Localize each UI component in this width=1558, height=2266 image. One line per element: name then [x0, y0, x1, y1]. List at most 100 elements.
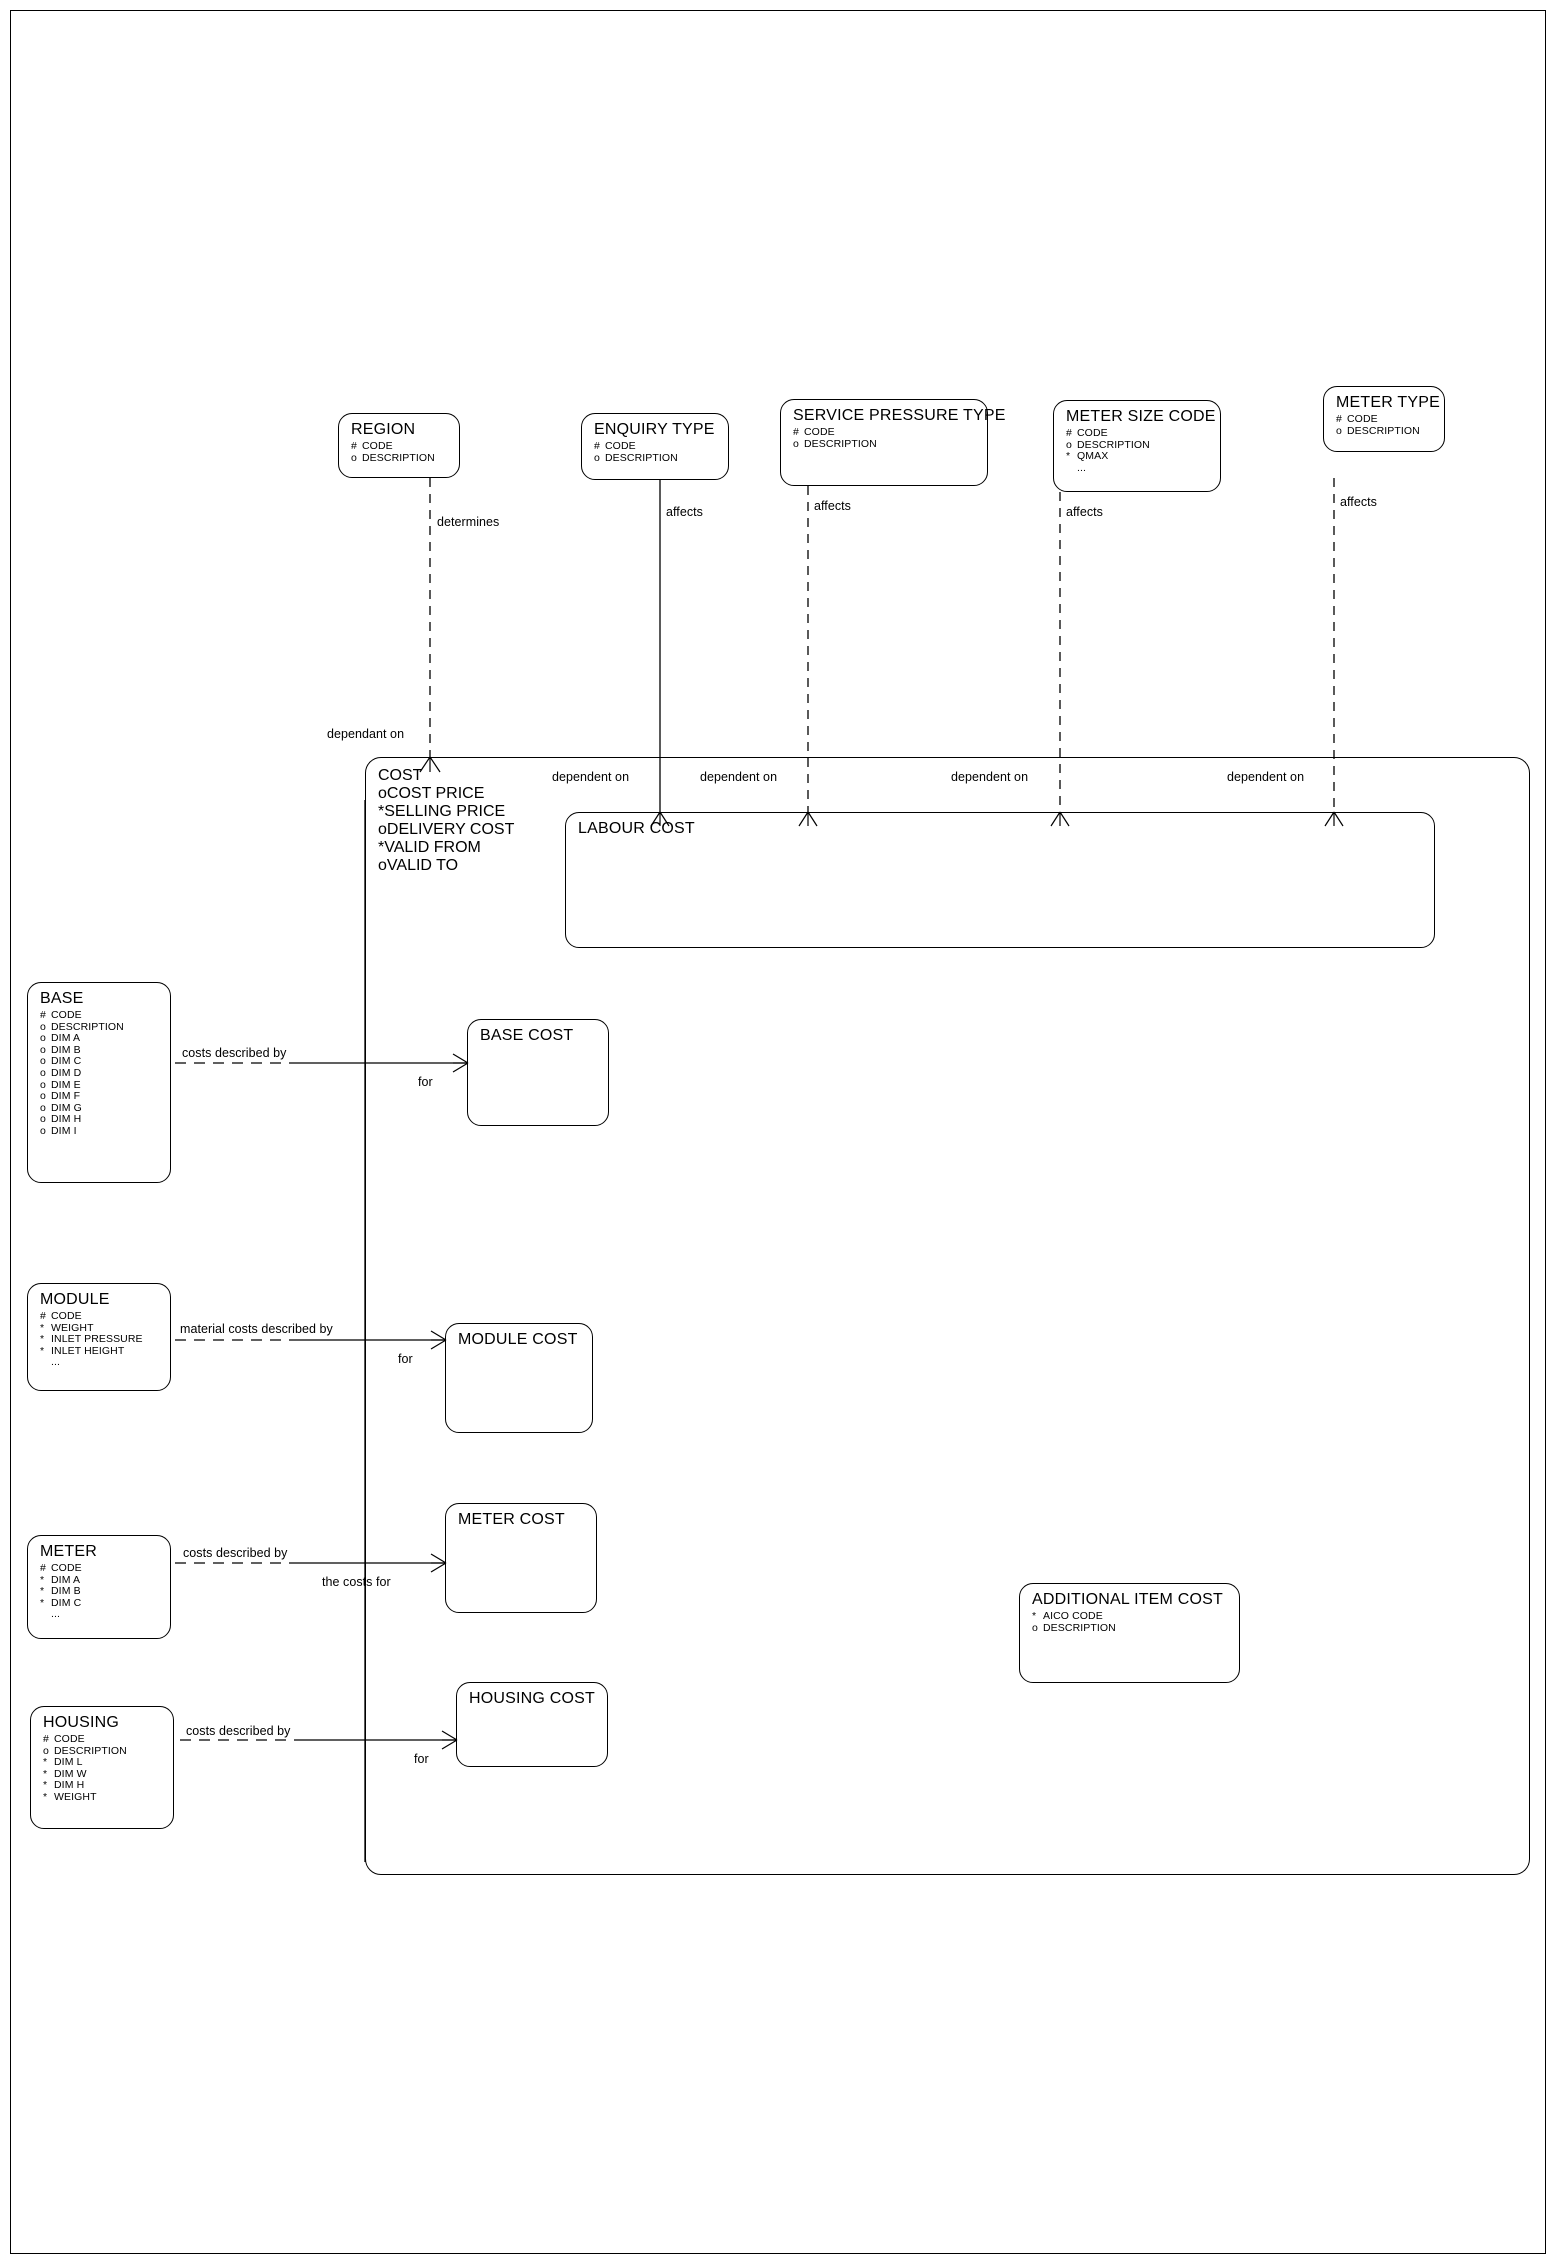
attribute-row: # CODE	[40, 1562, 161, 1575]
attribute-row: # CODE	[594, 440, 719, 453]
attribute-name: CODE	[51, 1562, 82, 1574]
attribute-name: DIM W	[54, 1767, 87, 1780]
entity-title: ADDITIONAL ITEM COST	[1032, 1591, 1223, 1608]
entity-meter[interactable]: METER #CODE *DIM A *DIM B *DIM C ...	[27, 1535, 171, 1639]
attribute-row: *DIM A	[40, 1573, 161, 1587]
attribute-name: QMAX	[1077, 450, 1109, 463]
attribute-marker: *	[43, 1756, 48, 1769]
entity-cost-label-block: COST oCOST PRICE *SELLING PRICE oDELIVER…	[378, 767, 514, 875]
label-affects-service-pressure: affects	[814, 499, 851, 513]
attribute-marker: *	[378, 839, 385, 856]
attribute-row: ...	[1066, 462, 1211, 475]
attribute-marker: #	[40, 1562, 46, 1574]
attribute-name: CODE	[54, 1733, 85, 1745]
attribute-name: INLET HEIGHT	[51, 1344, 125, 1357]
attribute-marker: o	[1032, 1621, 1038, 1634]
label-dependent-on-2: dependent on	[700, 770, 778, 784]
attribute-marker: *	[40, 1585, 45, 1598]
attribute-row: #CODE	[351, 440, 450, 453]
entity-module-cost[interactable]: MODULE COST	[445, 1323, 593, 1433]
attribute-name: INLET PRESSURE	[51, 1333, 143, 1346]
attribute-name: DIM B	[51, 1585, 81, 1598]
attribute-marker: o	[594, 451, 600, 464]
attribute-name: DESCRIPTION	[51, 1020, 124, 1033]
page-border	[10, 10, 1546, 2254]
entity-title: COST	[378, 767, 423, 784]
attribute-name: CODE	[51, 1310, 82, 1322]
entity-title: SERVICE PRESSURE TYPE	[793, 407, 1006, 424]
attribute-marker: o	[40, 1101, 46, 1114]
label-affects-meter-size: affects	[1066, 505, 1103, 519]
entity-title: BASE	[40, 990, 84, 1007]
attribute-marker: o	[351, 451, 357, 464]
label-dependent-on-1: dependent on	[552, 770, 630, 784]
label-meter-the-costs-for: the costs for	[322, 1575, 391, 1589]
entity-title: METER SIZE CODE	[1066, 408, 1216, 425]
attribute-name: DIM C	[51, 1596, 82, 1609]
attribute-name: CODE	[605, 440, 636, 452]
attribute-name: DIM H	[54, 1779, 85, 1792]
attribute-name: DIM H	[51, 1113, 82, 1126]
attribute-name: DELIVERY COST	[386, 821, 515, 838]
attribute-marker: o	[40, 1066, 46, 1079]
attribute-name: DIM I	[51, 1124, 77, 1137]
attribute-row: oCOST PRICE	[378, 785, 514, 803]
attribute-marker: #	[1066, 427, 1072, 439]
attribute-row: ...	[40, 1357, 161, 1369]
entity-title: LABOUR COST	[578, 820, 695, 837]
attribute-marker: #	[594, 440, 600, 452]
entity-cost-container[interactable]	[365, 757, 1530, 1875]
attribute-marker: #	[793, 426, 799, 438]
attribute-name: WEIGHT	[51, 1321, 94, 1334]
attribute-name: CODE	[804, 426, 835, 438]
attribute-name: DIM F	[51, 1090, 81, 1103]
attribute-name: DESCRIPTION	[804, 437, 877, 450]
attribute-row: oDELIVERY COST	[378, 821, 514, 839]
attribute-row: #CODE	[40, 1310, 161, 1323]
attribute-row: *DIM C	[40, 1596, 161, 1610]
attribute-row: *DIM H	[43, 1780, 164, 1792]
label-module-for: for	[398, 1352, 413, 1366]
attribute-marker: *	[40, 1344, 45, 1357]
label-meter-costs-described-by: costs described by	[183, 1546, 288, 1560]
attribute-marker: *	[40, 1573, 45, 1586]
attribute-marker: o	[378, 857, 387, 874]
label-dependent-on-3: dependent on	[951, 770, 1029, 784]
entity-meter-cost[interactable]: METER COST	[445, 1503, 597, 1613]
entity-title: BASE COST	[480, 1027, 574, 1044]
entity-labour-cost[interactable]: LABOUR COST	[565, 812, 1435, 948]
attribute-row: *DIM W	[43, 1767, 164, 1781]
attribute-marker: *	[1066, 450, 1071, 463]
attribute-name: AICO CODE	[1043, 1610, 1103, 1622]
attribute-name: WEIGHT	[54, 1790, 97, 1803]
label-affects-meter-type: affects	[1340, 495, 1377, 509]
attribute-row: o DIM F	[40, 1090, 161, 1103]
attribute-row: #CODE	[43, 1733, 164, 1746]
attribute-marker: o	[40, 1090, 46, 1103]
attribute-name: DIM E	[51, 1078, 81, 1091]
entity-housing-cost[interactable]: HOUSING COST	[456, 1682, 608, 1767]
attribute-name: CODE	[1347, 413, 1378, 425]
attribute-row: *AICO CODE	[1032, 1610, 1230, 1623]
attribute-row: #CODE	[1066, 427, 1211, 440]
entity-base-cost[interactable]: BASE COST	[467, 1019, 609, 1126]
label-base-costs-described-by: costs described by	[182, 1046, 287, 1060]
entity-module[interactable]: MODULE #CODE *WEIGHT *INLET PRESSURE *IN…	[27, 1283, 171, 1391]
